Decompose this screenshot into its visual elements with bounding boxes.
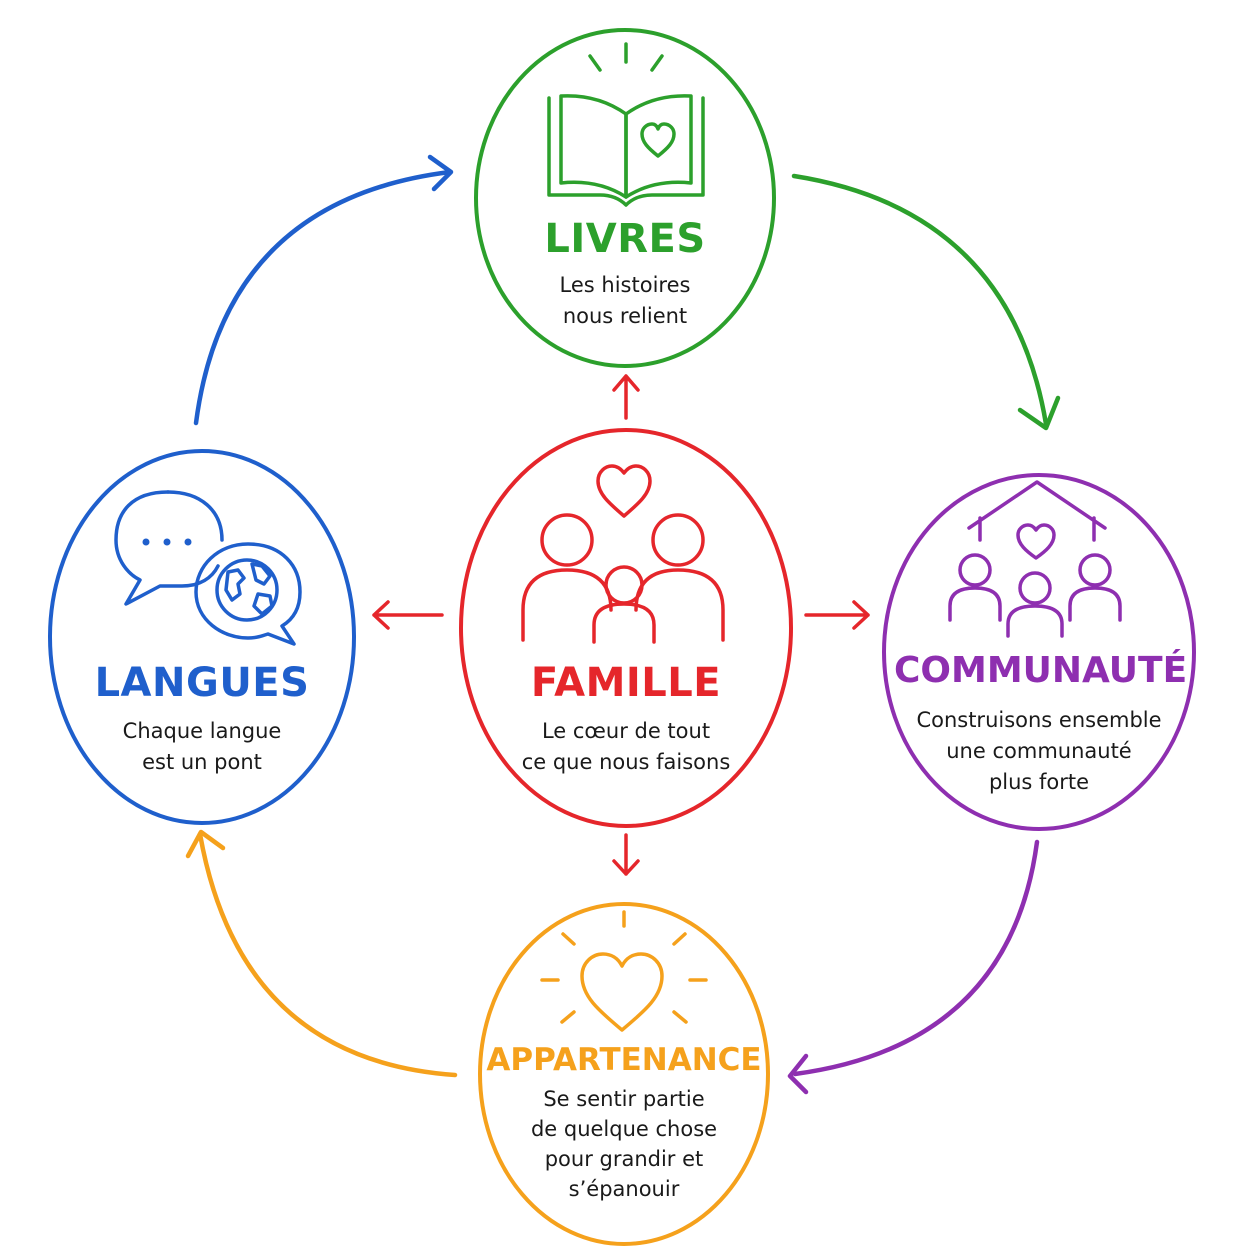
livres-title: LIVRES <box>544 216 706 262</box>
arrow-famille-down <box>612 833 640 876</box>
family-heart-icon <box>521 464 725 644</box>
community-house-icon <box>948 480 1122 638</box>
radiant-heart-icon <box>540 910 708 1032</box>
node-circle-langues <box>48 449 356 825</box>
speech-globe-icon <box>114 490 302 646</box>
node-circle-communaute <box>882 473 1196 831</box>
famille-line: Le cœur de tout <box>541 719 711 743</box>
appartenance-line: de quelque chose <box>530 1117 718 1141</box>
arrow-livres-to-communaute <box>791 173 1049 427</box>
communaute-line: une communauté <box>946 739 1132 763</box>
arrow-famille-right <box>804 600 870 630</box>
node-circle-famille <box>459 428 793 828</box>
appartenance-line: s’épanouir <box>568 1177 680 1201</box>
arrow-head-communaute <box>1017 395 1061 431</box>
node-circle-livres <box>474 28 776 368</box>
arrow-head-appartenance <box>787 1053 809 1095</box>
famille-description: Le cœur de tout ce que nous faisons <box>486 716 766 778</box>
livres-description: Les histoires nous relient <box>500 270 750 332</box>
arrow-famille-left <box>372 600 444 630</box>
langues-description: Chaque langue est un pont <box>72 716 332 778</box>
appartenance-description: Se sentir partie de quelque chose pour g… <box>499 1084 749 1204</box>
communaute-line: Construisons ensemble <box>916 708 1162 732</box>
open-book-heart-icon <box>547 42 705 207</box>
langues-line: Chaque langue <box>122 719 282 743</box>
langues-line: est un pont <box>142 750 262 774</box>
communaute-line: plus forte <box>988 770 1090 794</box>
famille-title: FAMILLE <box>530 660 722 706</box>
livres-line: nous relient <box>562 304 688 328</box>
appartenance-title: APPARTENANCE <box>486 1042 762 1078</box>
node-circle-appartenance <box>478 902 770 1246</box>
communaute-title: COMMUNAUTÉ <box>894 650 1188 691</box>
arrow-communaute-to-appartenance <box>792 839 1040 1077</box>
communaute-description: Construisons ensemble une communauté plu… <box>894 705 1184 798</box>
arrow-langues-to-livres <box>193 169 453 426</box>
appartenance-line: Se sentir partie <box>543 1087 705 1111</box>
famille-line: ce que nous faisons <box>521 750 731 774</box>
arrow-head-livres <box>427 154 454 192</box>
arrow-appartenance-to-langues <box>197 831 458 1078</box>
arrow-famille-up <box>612 374 640 420</box>
appartenance-line: pour grandir et <box>544 1147 704 1171</box>
langues-title: LANGUES <box>94 660 310 706</box>
livres-line: Les histoires <box>559 273 691 297</box>
arrow-head-langues <box>185 829 226 859</box>
